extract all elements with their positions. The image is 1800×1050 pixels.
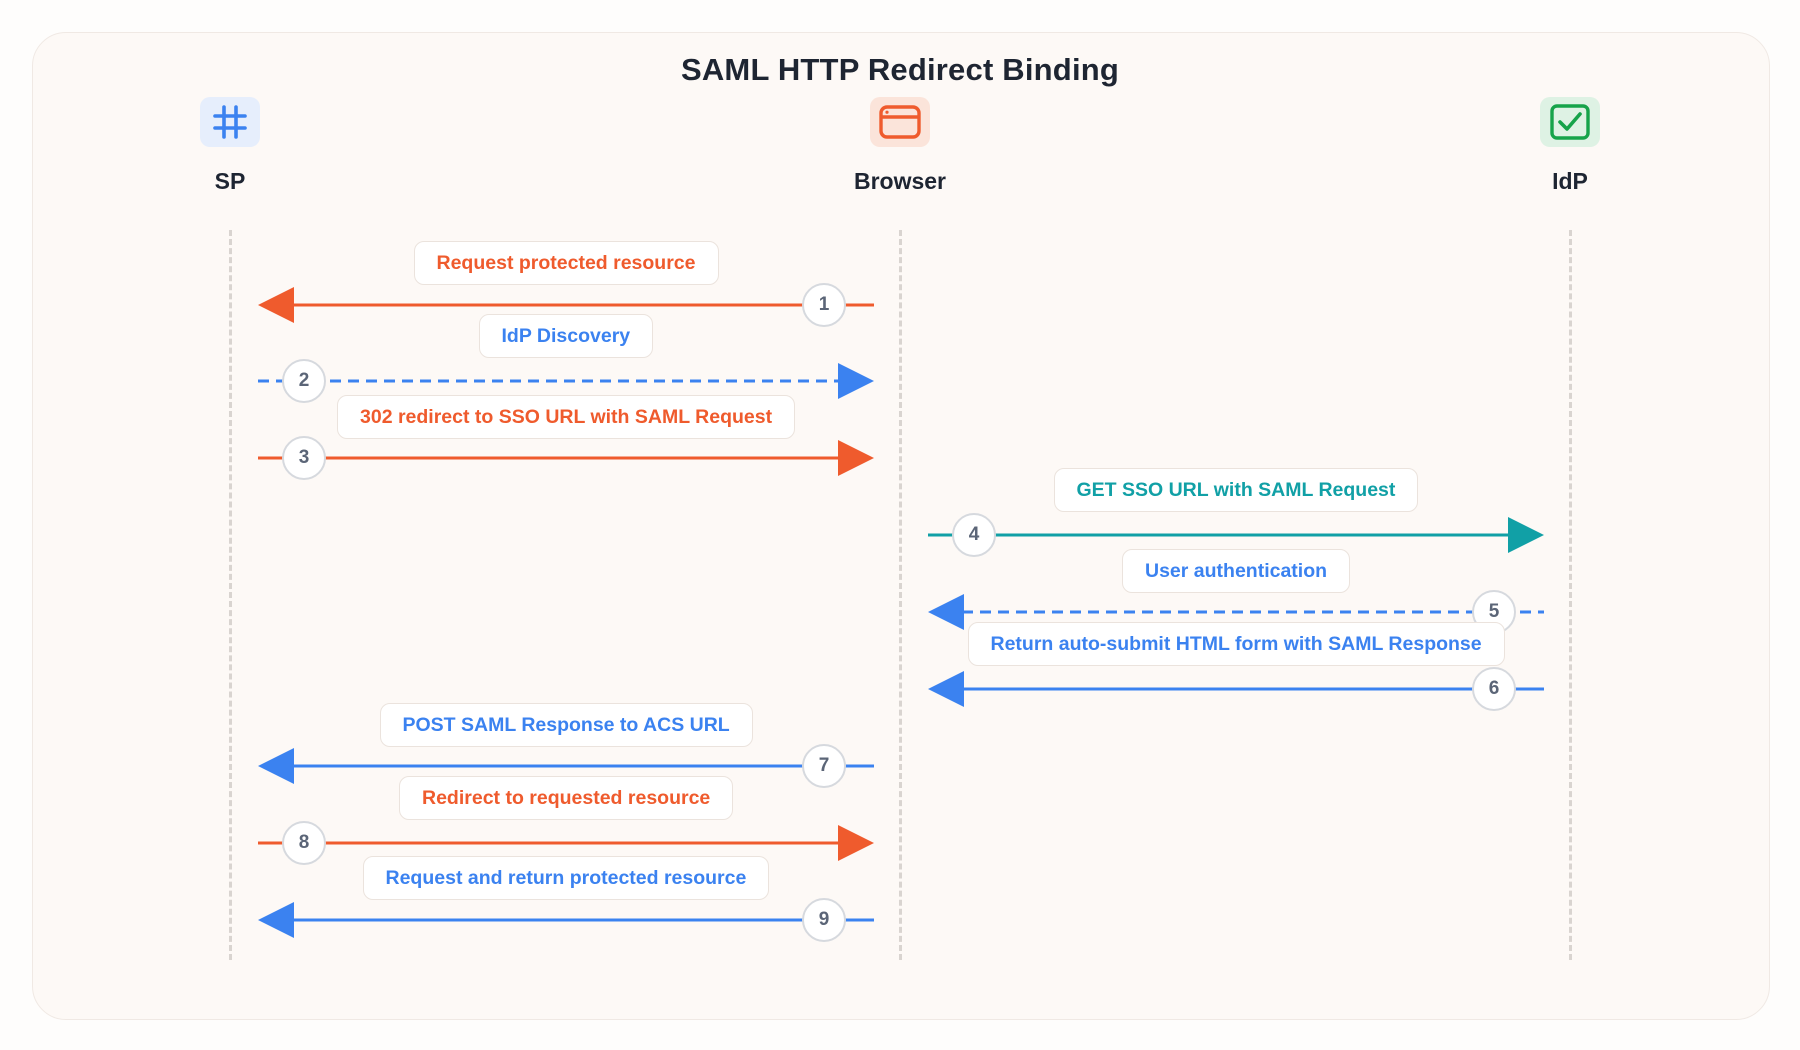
step-badge-9: 9 (802, 898, 846, 942)
message-label-9: Request and return protected resource (362, 856, 770, 900)
arrowhead-2 (838, 363, 874, 399)
actor-label-browser: Browser (853, 168, 947, 194)
step-badge-6: 6 (1472, 667, 1516, 711)
step-badge-4: 4 (952, 513, 996, 557)
lifeline-idp (1569, 230, 1572, 960)
arrowhead-8 (838, 825, 874, 861)
step-badge-1: 1 (802, 283, 846, 327)
browser-window-icon (870, 97, 930, 147)
lifeline-sp (229, 230, 232, 960)
message-label-4: GET SSO URL with SAML Request (1053, 468, 1419, 512)
message-label-3: 302 redirect to SSO URL with SAML Reques… (337, 395, 796, 439)
checkbox-icon (1540, 97, 1600, 147)
arrowhead-6 (928, 671, 964, 707)
message-label-6: Return auto-submit HTML form with SAML R… (967, 622, 1505, 666)
arrowhead-5 (928, 594, 964, 630)
grid-hash-icon (200, 97, 260, 147)
arrowhead-1 (258, 287, 294, 323)
step-badge-3: 3 (282, 436, 326, 480)
step-badge-8: 8 (282, 821, 326, 865)
message-label-1: Request protected resource (413, 241, 719, 285)
arrowhead-3 (838, 440, 874, 476)
diagram-title: SAML HTTP Redirect Binding (680, 52, 1120, 87)
step-badge-2: 2 (282, 359, 326, 403)
lifeline-browser (899, 230, 902, 960)
arrowhead-9 (258, 902, 294, 938)
message-label-5: User authentication (1122, 549, 1351, 593)
message-label-8: Redirect to requested resource (399, 776, 734, 820)
message-label-2: IdP Discovery (478, 314, 654, 358)
message-label-7: POST SAML Response to ACS URL (379, 703, 753, 747)
arrowhead-7 (258, 748, 294, 784)
arrowhead-4 (1508, 517, 1544, 553)
step-badge-7: 7 (802, 744, 846, 788)
actor-label-idp: IdP (1552, 168, 1588, 194)
actor-label-sp: SP (214, 168, 246, 194)
